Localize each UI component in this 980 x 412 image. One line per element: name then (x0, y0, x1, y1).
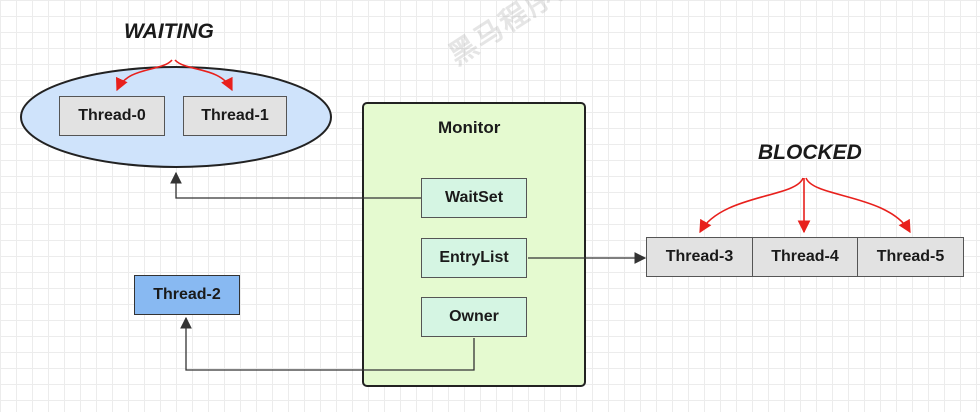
blocked-brace-right (805, 177, 911, 234)
monitor-label: Monitor (438, 118, 501, 137)
owner-box: Owner (421, 297, 527, 337)
owner-thread-box: Thread-2 (134, 275, 240, 315)
waiting-ellipse (20, 66, 332, 168)
waitset-to-waiting-arrow (170, 171, 421, 199)
waiting-brace-left (115, 59, 173, 92)
thread-box: Thread-5 (857, 237, 964, 277)
waitset-box: WaitSet (421, 178, 527, 218)
thread-box: Thread-3 (646, 237, 753, 277)
owner-to-thread2-arrow (180, 316, 475, 371)
entrylist-box: EntryList (421, 238, 527, 278)
thread-box: Thread-4 (752, 237, 858, 277)
thread-box: Thread-0 (59, 96, 165, 136)
waiting-label: WAITING (124, 20, 214, 43)
blocked-brace-left (699, 177, 804, 234)
blocked-label: BLOCKED (758, 141, 862, 164)
thread-box: Thread-1 (183, 96, 287, 136)
waiting-brace-right (174, 59, 233, 92)
